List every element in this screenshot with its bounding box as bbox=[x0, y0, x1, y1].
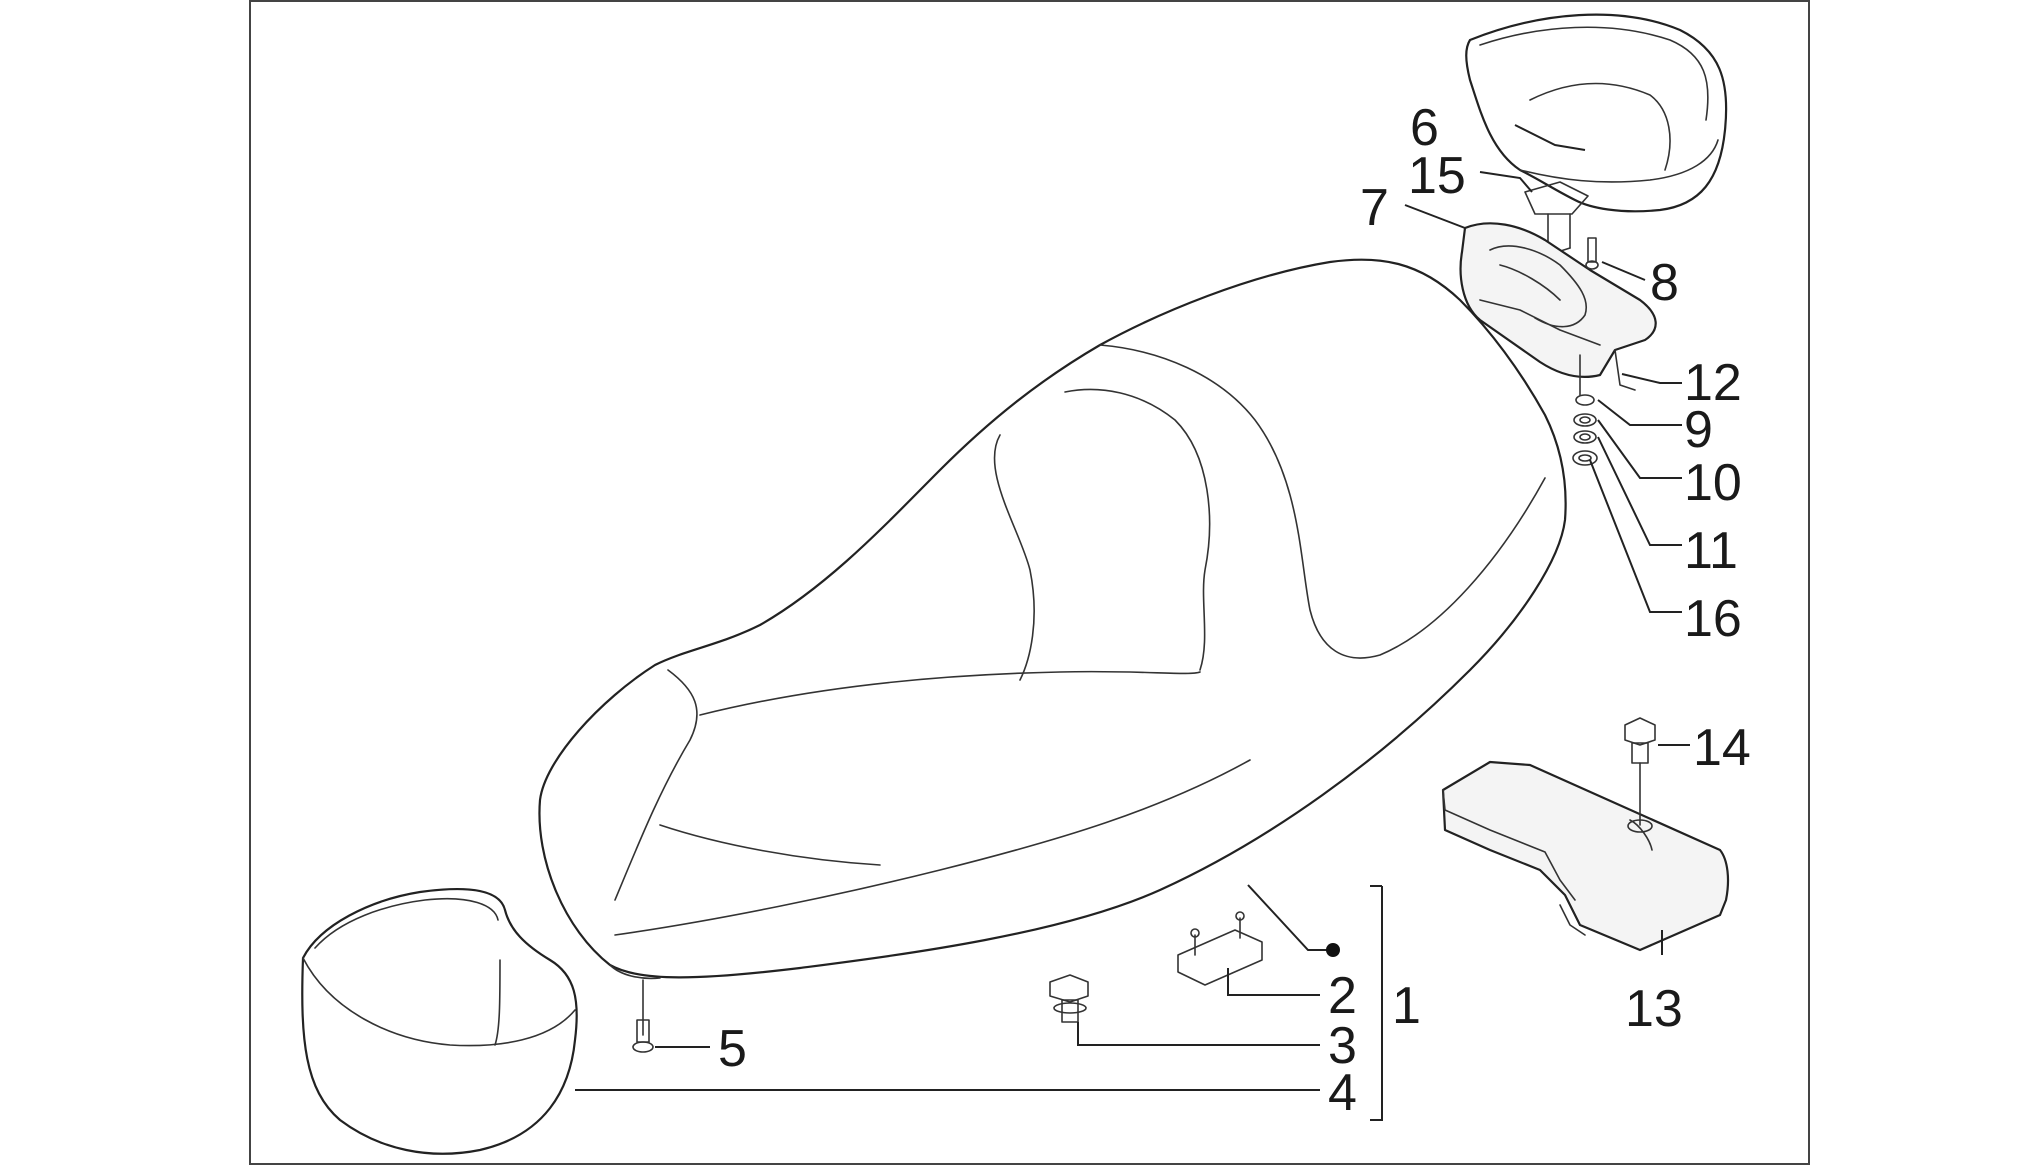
mount-part-7 bbox=[1459, 222, 1657, 391]
label-15: 15 bbox=[1408, 147, 1466, 205]
callout-labels: 1 2 3 4 5 6 7 8 9 10 11 12 13 14 15 16 bbox=[718, 99, 1751, 1122]
label-4: 4 bbox=[1328, 1064, 1357, 1122]
label-16: 16 bbox=[1684, 590, 1742, 648]
pouch-part bbox=[301, 887, 578, 1155]
diagram-border bbox=[249, 0, 1810, 1165]
label-11: 11 bbox=[1684, 522, 1738, 580]
label-14: 14 bbox=[1693, 719, 1751, 777]
bolt-part-5 bbox=[632, 979, 654, 1053]
cover-part-13 bbox=[1441, 760, 1730, 952]
label-3: 3 bbox=[1328, 1017, 1357, 1075]
screw-part-8 bbox=[1585, 237, 1599, 270]
label-6: 6 bbox=[1410, 99, 1439, 157]
label-9: 9 bbox=[1684, 401, 1713, 459]
label-13: 13 bbox=[1625, 980, 1683, 1038]
label-10: 10 bbox=[1684, 454, 1742, 512]
bracket-part-2 bbox=[1177, 911, 1263, 986]
bolt-part-14 bbox=[1624, 717, 1656, 826]
screw-part-3 bbox=[1049, 974, 1089, 1023]
label-2: 2 bbox=[1328, 967, 1357, 1025]
backrest-part-6 bbox=[1465, 13, 1728, 213]
washer-stack bbox=[1572, 354, 1598, 466]
label-7: 7 bbox=[1360, 179, 1389, 237]
leader-lines bbox=[575, 124, 1690, 1121]
label-1: 1 bbox=[1392, 977, 1421, 1035]
label-5: 5 bbox=[718, 1020, 747, 1078]
label-8: 8 bbox=[1650, 254, 1679, 312]
label-12: 12 bbox=[1684, 354, 1742, 412]
group-bracket-1 bbox=[1370, 886, 1383, 1121]
seat bbox=[538, 258, 1567, 980]
